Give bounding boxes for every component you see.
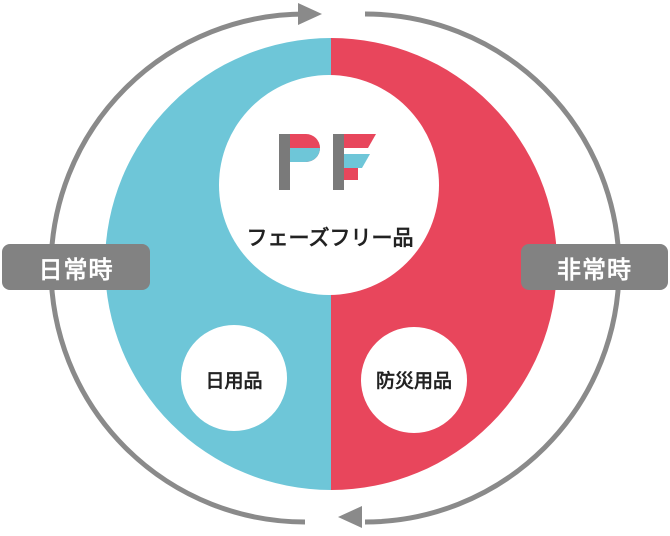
- daily-circle: [181, 325, 287, 431]
- logo-f-bottom: [344, 168, 358, 180]
- logo-f-stem: [333, 134, 344, 190]
- logo-p-bowl-blue: [290, 148, 320, 162]
- cycle-arrow-icon-bottom: [338, 506, 362, 528]
- logo-p-stem: [279, 134, 290, 190]
- emergency-time-label: 非常時: [521, 244, 668, 290]
- center-circle: [219, 75, 439, 295]
- disaster-goods-label: 防災用品: [375, 370, 452, 392]
- logo-f-top: [344, 134, 376, 148]
- normal-time-label: 日常時: [2, 244, 150, 290]
- pf-logo-icon: [279, 134, 376, 190]
- phase-free-label: フェーズフリー品: [246, 226, 414, 250]
- disaster-circle: [361, 327, 467, 433]
- logo-f-mid: [344, 154, 370, 168]
- cycle-arrow-icon-top: [298, 3, 322, 25]
- daily-goods-label: 日用品: [205, 370, 263, 392]
